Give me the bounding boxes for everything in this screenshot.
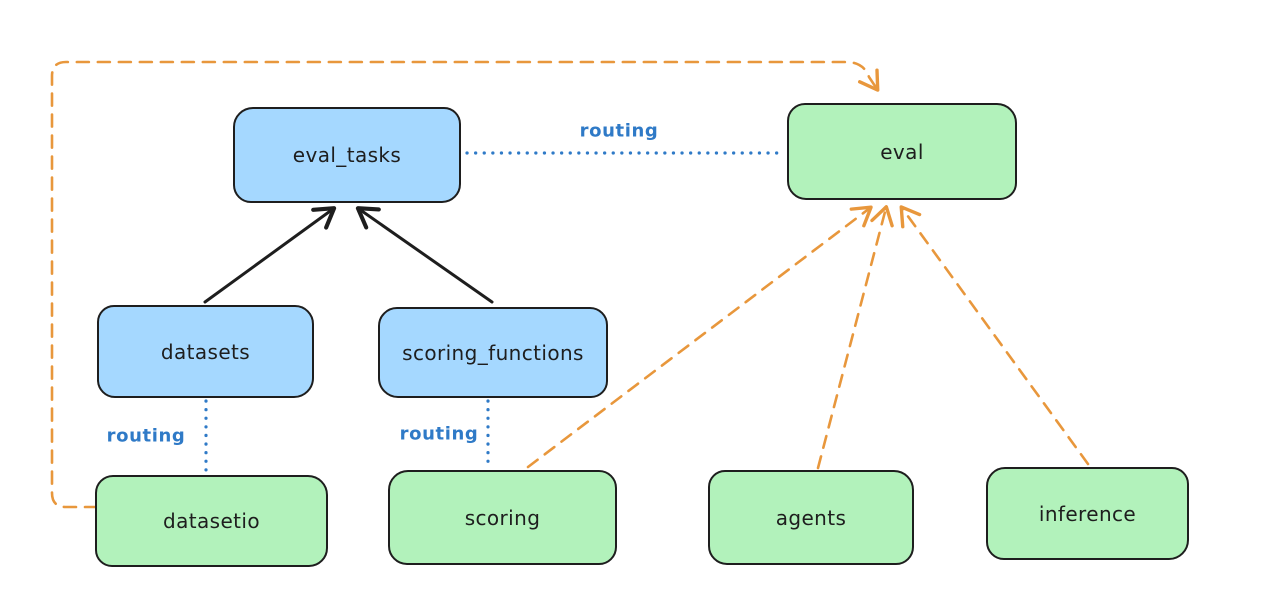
node-eval-tasks: eval_tasks [233,107,461,203]
node-scoring-label: scoring [464,505,541,530]
node-datasets: datasets [97,305,314,398]
node-eval-tasks-label: eval_tasks [292,143,402,167]
node-scoring-functions: scoring_functions [378,307,608,398]
node-inference-label: inference [1038,501,1137,526]
node-eval-label: eval [880,139,924,164]
edge-inference-to-eval [899,205,1090,466]
node-inference: inference [986,467,1189,560]
routing-label-scoring-functions-scoring: routing [399,423,479,445]
edge-scoring_functions-to-eval_tasks [355,206,494,304]
node-datasetio-label: datasetio [162,509,260,533]
node-agents: agents [708,470,914,565]
routing-label-eval-tasks-eval: routing [579,120,659,142]
edge-datasetio-to-eval [50,60,880,509]
node-agents-label: agents [775,505,847,530]
node-scoring-functions-label: scoring_functions [402,340,584,365]
node-datasets-label: datasets [160,339,251,364]
edge-datasets-to-eval_tasks [203,206,337,304]
edge-scoring-to-eval [526,205,873,469]
edge-agents-to-eval [816,205,894,470]
node-eval: eval [787,103,1017,200]
node-datasetio: datasetio [95,475,328,567]
routing-label-datasets-datasetio: routing [106,425,186,447]
node-scoring: scoring [388,470,617,565]
